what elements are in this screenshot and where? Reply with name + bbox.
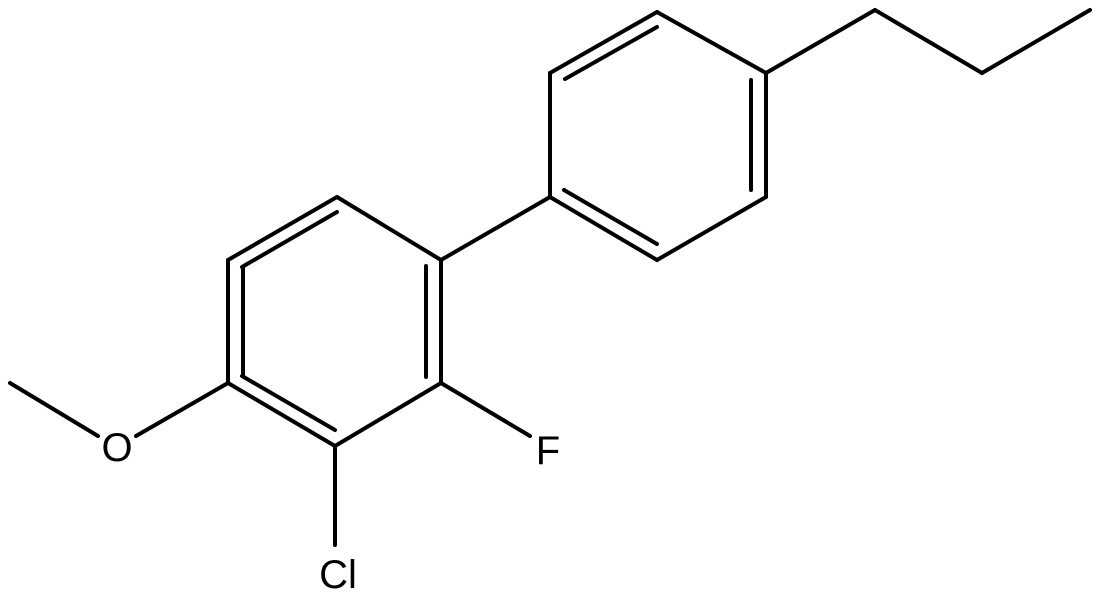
bond-ring-a-4 — [333, 381, 443, 448]
bond-propyl-2 — [873, 8, 984, 75]
bond-o-methyl — [8, 381, 100, 438]
bond-biaryl — [439, 195, 552, 262]
bond-c-f — [439, 381, 532, 438]
bond-propyl-3 — [980, 8, 1092, 75]
bond-ring-b-5 — [655, 195, 768, 262]
ring-a — [226, 195, 443, 448]
ring-b — [548, 10, 768, 262]
atom-oxygen-label: O — [101, 426, 132, 470]
bond-c-o — [134, 381, 230, 438]
bond-ring-b-6-inner — [562, 188, 659, 246]
bond-ring-b-2-inner — [563, 25, 659, 81]
bond-ring-a-5-inner — [240, 374, 337, 432]
propyl-chain — [764, 8, 1092, 75]
bond-ring-a-2 — [335, 195, 443, 262]
bond-ring-a-5 — [226, 381, 337, 448]
bond-propyl-1 — [764, 8, 877, 75]
bond-ring-a-1-inner — [240, 210, 339, 269]
bond-ring-b-6 — [548, 195, 659, 262]
atom-chlorine-label: Cl — [319, 553, 357, 597]
bond-ring-b-3 — [655, 10, 768, 75]
bond-ring-b-2 — [548, 10, 659, 75]
atom-fluorine-label: F — [536, 429, 560, 473]
bond-ring-a-1 — [226, 195, 339, 262]
